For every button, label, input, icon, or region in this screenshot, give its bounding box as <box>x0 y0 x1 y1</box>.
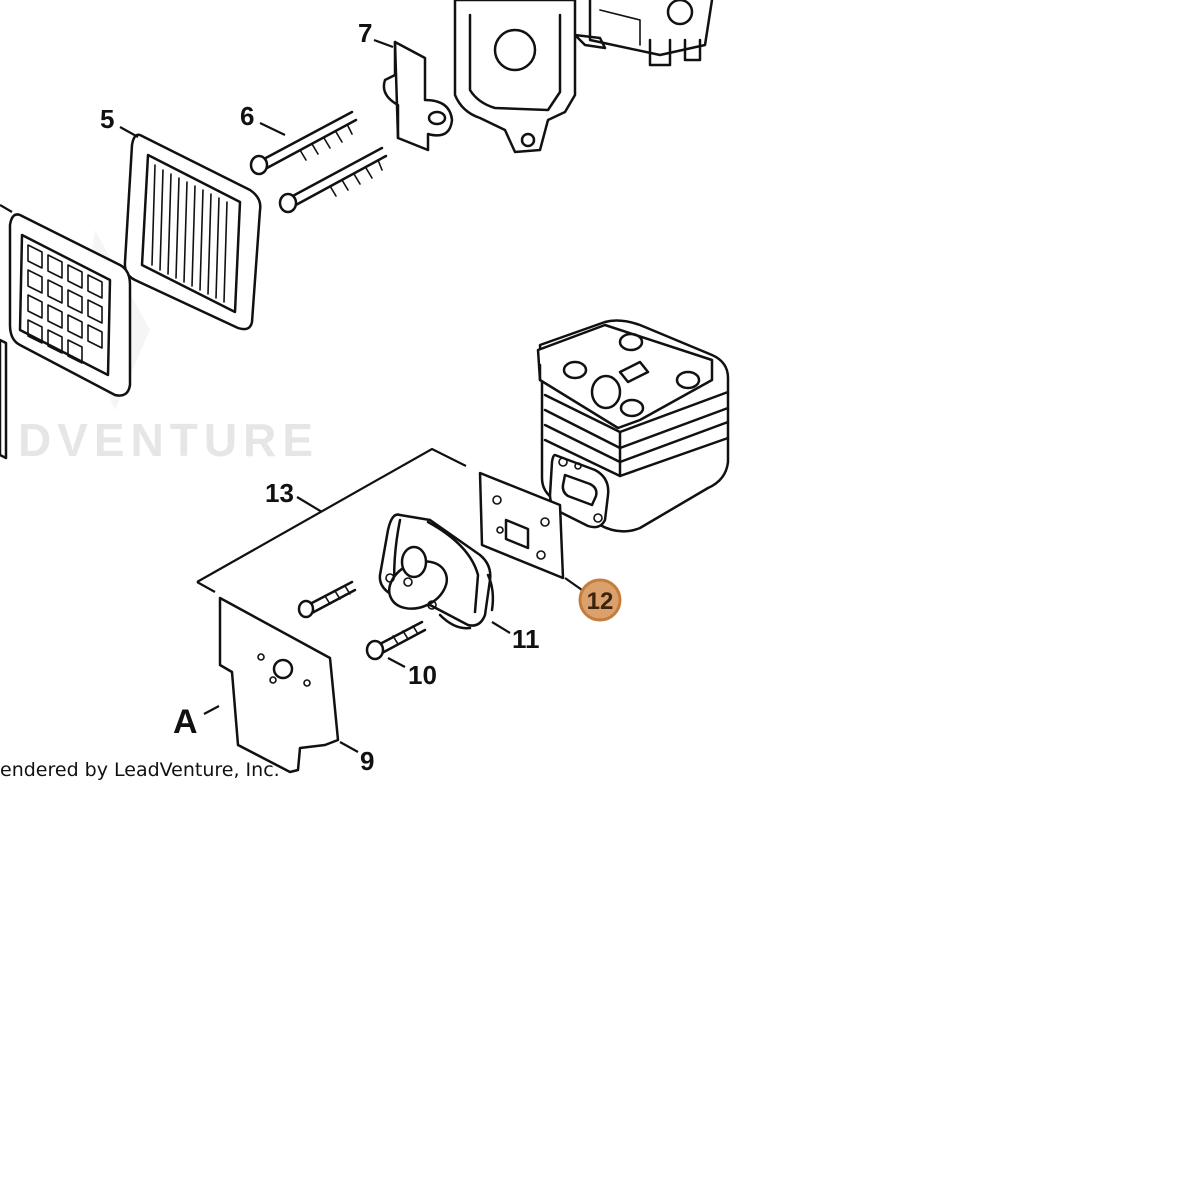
part-3-edge <box>0 338 8 460</box>
part-7-gasket[interactable] <box>382 40 454 152</box>
label-part-7: 7 <box>358 18 372 48</box>
part-4-grid-filter[interactable] <box>8 213 132 397</box>
part-5-filter[interactable] <box>123 133 262 331</box>
label-part-9: 9 <box>360 746 374 776</box>
cylinder[interactable] <box>536 319 730 533</box>
part-12-gasket[interactable] <box>478 471 565 580</box>
label-part-11: 11 <box>512 624 540 654</box>
label-part-12: 12 <box>587 588 614 615</box>
highlight-circle <box>578 578 622 622</box>
part-13-kit-bracket <box>196 447 467 593</box>
credit-text: endered by LeadVenture, Inc. <box>0 759 280 781</box>
part-9-plate[interactable] <box>218 596 340 774</box>
part-10-screws[interactable] <box>297 580 427 661</box>
carburetor-housing[interactable] <box>453 0 714 154</box>
highlight-part-12[interactable]: 12 <box>578 578 622 622</box>
label-part-13: 13 <box>265 478 294 508</box>
label-part-10: 10 <box>408 660 437 690</box>
part-6-screws[interactable] <box>249 110 388 214</box>
label-part-5: 5 <box>100 104 114 134</box>
label-view-a: A <box>173 703 198 741</box>
part-11-muffler[interactable] <box>378 513 495 630</box>
label-part-6: 6 <box>240 101 254 131</box>
watermark-text: DVENTURE <box>18 414 319 466</box>
